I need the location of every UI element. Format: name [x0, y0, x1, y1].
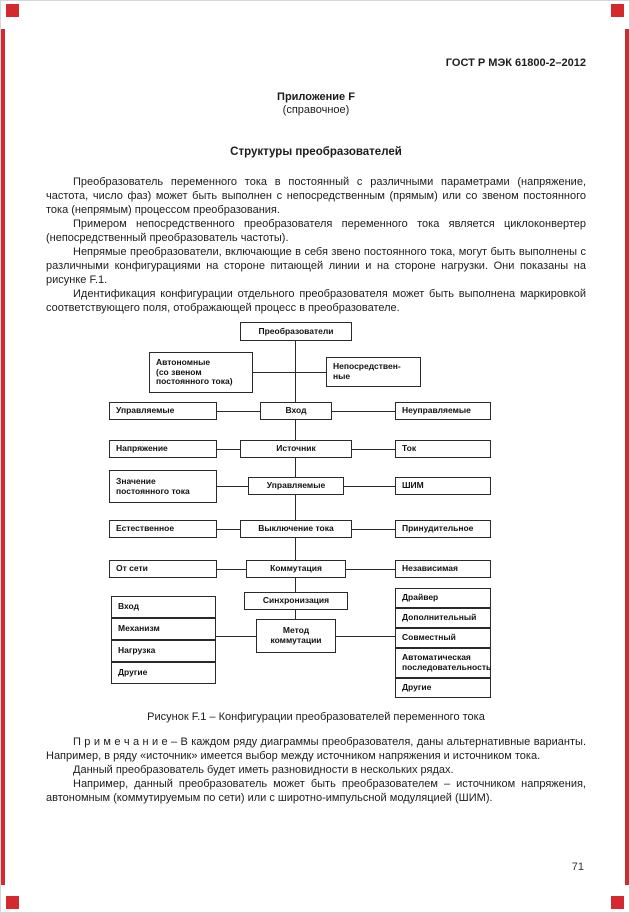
diagram-node-method-driver: Драйвер: [395, 588, 491, 608]
diagram-node-autonomous: Автономные (со звеном постоянного тока): [149, 352, 253, 393]
connector-root-to-input: [295, 341, 296, 402]
annex-title: Приложение F: [277, 91, 355, 103]
scan-mark-bottom-left: [6, 896, 19, 909]
diagram-node-controlled: Управляемые: [248, 477, 344, 495]
diagram-node-from-line: От сети: [109, 560, 217, 578]
paragraph-5: Данный преобразователь будет иметь разно…: [73, 764, 454, 776]
connector-turnoff-right: [352, 529, 395, 530]
diagram-node-method-others: Другие: [395, 678, 491, 698]
paragraph-3: Непрямые преобразователи, включающие в с…: [46, 246, 586, 286]
scan-mark-top-right: [611, 4, 624, 17]
paragraph-4: Идентификация конфигурации отдельного пр…: [46, 288, 586, 314]
diagram-node-dc-value: Значение постоянного тока: [109, 470, 217, 503]
diagram-node-sync-mechanism: Механизм: [111, 618, 216, 640]
page-content: ГОСТ Р МЭК 61800-2–2012 Приложение F (сп…: [46, 57, 586, 805]
diagram-node-method-auto-sequence: Автоматическая последовательность: [395, 648, 491, 678]
scan-mark-left-bar: [1, 29, 5, 885]
scan-mark-top-left: [6, 4, 19, 17]
diagram-node-direct: Непосредствен- ные: [326, 357, 421, 387]
figure-f1-diagram: Преобразователи Автономные (со звеном по…: [46, 321, 586, 703]
connector-controlled-left: [217, 486, 248, 487]
diagram-node-natural: Естественное: [109, 520, 217, 538]
diagram-node-controlled-input: Управляемые: [109, 402, 217, 420]
connector-turnoff-left: [217, 529, 240, 530]
diagram-node-source: Источник: [240, 440, 352, 458]
diagram-node-commutation: Коммутация: [246, 560, 346, 578]
connector-method-right-group: [336, 636, 395, 637]
diagram-node-voltage: Напряжение: [109, 440, 217, 458]
connector-source-to-controlled: [295, 458, 296, 477]
connector-sync-to-method: [295, 610, 296, 619]
connector-commutation-to-sync: [295, 578, 296, 592]
section-title: Структуры преобразователей: [230, 146, 402, 158]
diagram-node-sync-others: Другие: [111, 662, 216, 684]
diagram-node-sync-input: Вход: [111, 596, 216, 618]
diagram-node-current: Ток: [395, 440, 491, 458]
connector-input-left: [217, 411, 260, 412]
connector-commutation-left: [217, 569, 246, 570]
diagram-node-converters: Преобразователи: [240, 322, 352, 341]
diagram-node-current-turnoff: Выключение тока: [240, 520, 352, 538]
diagram-node-method-additional: Дополнительный: [395, 608, 491, 628]
diagram-node-commutation-method: Метод коммутации: [256, 619, 336, 653]
connector-controlled-to-turnoff: [295, 495, 296, 520]
connector-commutation-right: [346, 569, 395, 570]
note-paragraph: П р и м е ч а н и е – В каждом ряду диаг…: [46, 736, 586, 762]
connector-controlled-right: [344, 486, 395, 487]
connector-autonomous: [253, 372, 296, 373]
connector-turnoff-to-commutation: [295, 538, 296, 560]
document-header: ГОСТ Р МЭК 61800-2–2012: [445, 57, 586, 69]
connector-input-to-source: [295, 420, 296, 440]
scan-mark-right-bar: [625, 29, 629, 885]
paragraph-6: Например, данный преобразователь может б…: [46, 778, 586, 804]
connector-input-right: [332, 411, 395, 412]
diagram-node-input: Вход: [260, 402, 332, 420]
diagram-node-pwm: ШИМ: [395, 477, 491, 495]
paragraph-1: Преобразователь переменного тока в посто…: [46, 176, 586, 216]
diagram-node-sync-load: Нагрузка: [111, 640, 216, 662]
connector-direct: [296, 372, 326, 373]
diagram-node-forced: Принудительное: [395, 520, 491, 538]
diagram-node-independent: Независимая: [395, 560, 491, 578]
paragraph-2: Примером непосредственного преобразовате…: [46, 218, 586, 244]
page-number: 71: [571, 861, 584, 873]
scan-mark-bottom-right: [611, 896, 624, 909]
diagram-node-synchronization: Синхронизация: [244, 592, 348, 610]
connector-method-left-group: [216, 636, 256, 637]
annex-subtitle: (справочное): [282, 104, 350, 116]
connector-source-left: [217, 449, 240, 450]
connector-source-right: [352, 449, 395, 450]
diagram-node-method-joint: Совместный: [395, 628, 491, 648]
figure-caption: Рисунок F.1 – Конфигурации преобразовате…: [147, 711, 485, 723]
diagram-node-uncontrolled-input: Неуправляемые: [395, 402, 491, 420]
